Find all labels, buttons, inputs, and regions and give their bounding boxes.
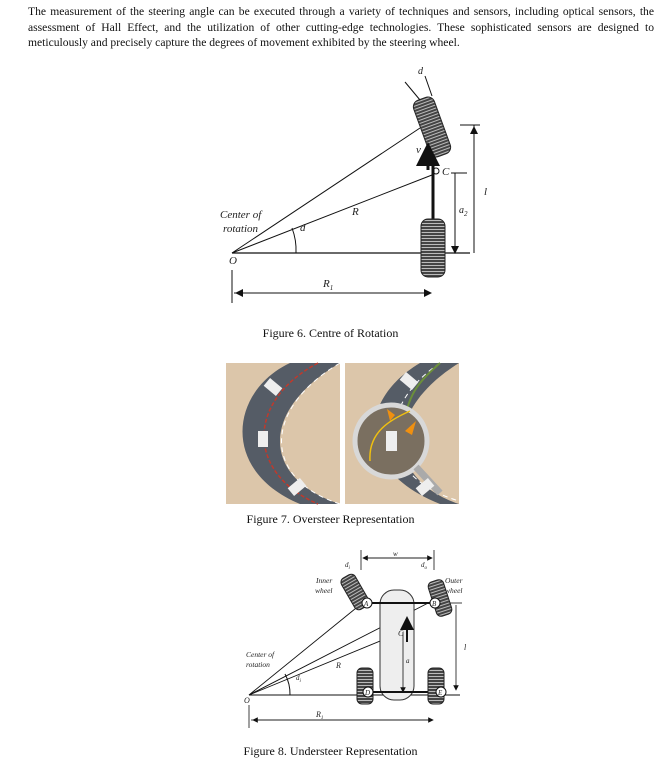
line-to-front — [231, 127, 421, 254]
label-di: di — [345, 561, 351, 571]
label-inner1: Inner — [315, 576, 332, 585]
label-do: do — [421, 561, 428, 571]
figure8-diagram: w Inner wheel Outer wheel di do Center o… — [244, 550, 467, 728]
figure7-caption: Figure 7. Oversteer Representation — [246, 512, 415, 526]
figure8-caption: Figure 8. Understeer Representation — [243, 744, 418, 758]
label-v: v — [416, 144, 421, 156]
label-outer1: Outer — [445, 576, 463, 585]
figure6-caption: Figure 6. Centre of Rotation — [262, 326, 399, 340]
rear-tyre — [420, 218, 446, 278]
label-l: l — [464, 643, 467, 652]
label-D: D — [364, 689, 370, 697]
body-paragraph: The measurement of the steering angle ca… — [28, 5, 654, 49]
figure6-diagram: Center of rotation O d R R1 v C d a2 l — [220, 66, 487, 303]
label-R: R — [351, 206, 359, 218]
label-rotation: rotation — [246, 660, 270, 669]
car-body — [379, 589, 415, 701]
label-E: E — [437, 689, 443, 697]
label-R1: R1 — [315, 710, 323, 721]
label-O: O — [229, 255, 237, 267]
label-O: O — [244, 696, 250, 705]
label-B: B — [432, 600, 437, 608]
label-angle: di — [296, 674, 302, 684]
label-w: w — [393, 550, 398, 558]
label-inner2: wheel — [315, 586, 333, 595]
label-C: C — [442, 166, 450, 178]
label-a: a — [406, 657, 410, 665]
label-angle-d: d — [300, 222, 306, 234]
label-center: Center of — [246, 650, 275, 659]
label-rotation: rotation — [223, 223, 259, 235]
label-C: C — [398, 629, 404, 638]
label-A: A — [363, 600, 369, 608]
front-tyre — [412, 96, 452, 158]
figure7-illustration — [226, 362, 460, 505]
label-center: Center of — [220, 209, 263, 221]
label-outer2: wheel — [445, 586, 463, 595]
label-d-top: d — [418, 66, 424, 77]
label-l: l — [484, 186, 487, 198]
label-a2: a2 — [459, 205, 468, 218]
line-R — [231, 174, 433, 254]
label-R1: R1 — [322, 278, 333, 292]
label-R: R — [335, 661, 341, 670]
